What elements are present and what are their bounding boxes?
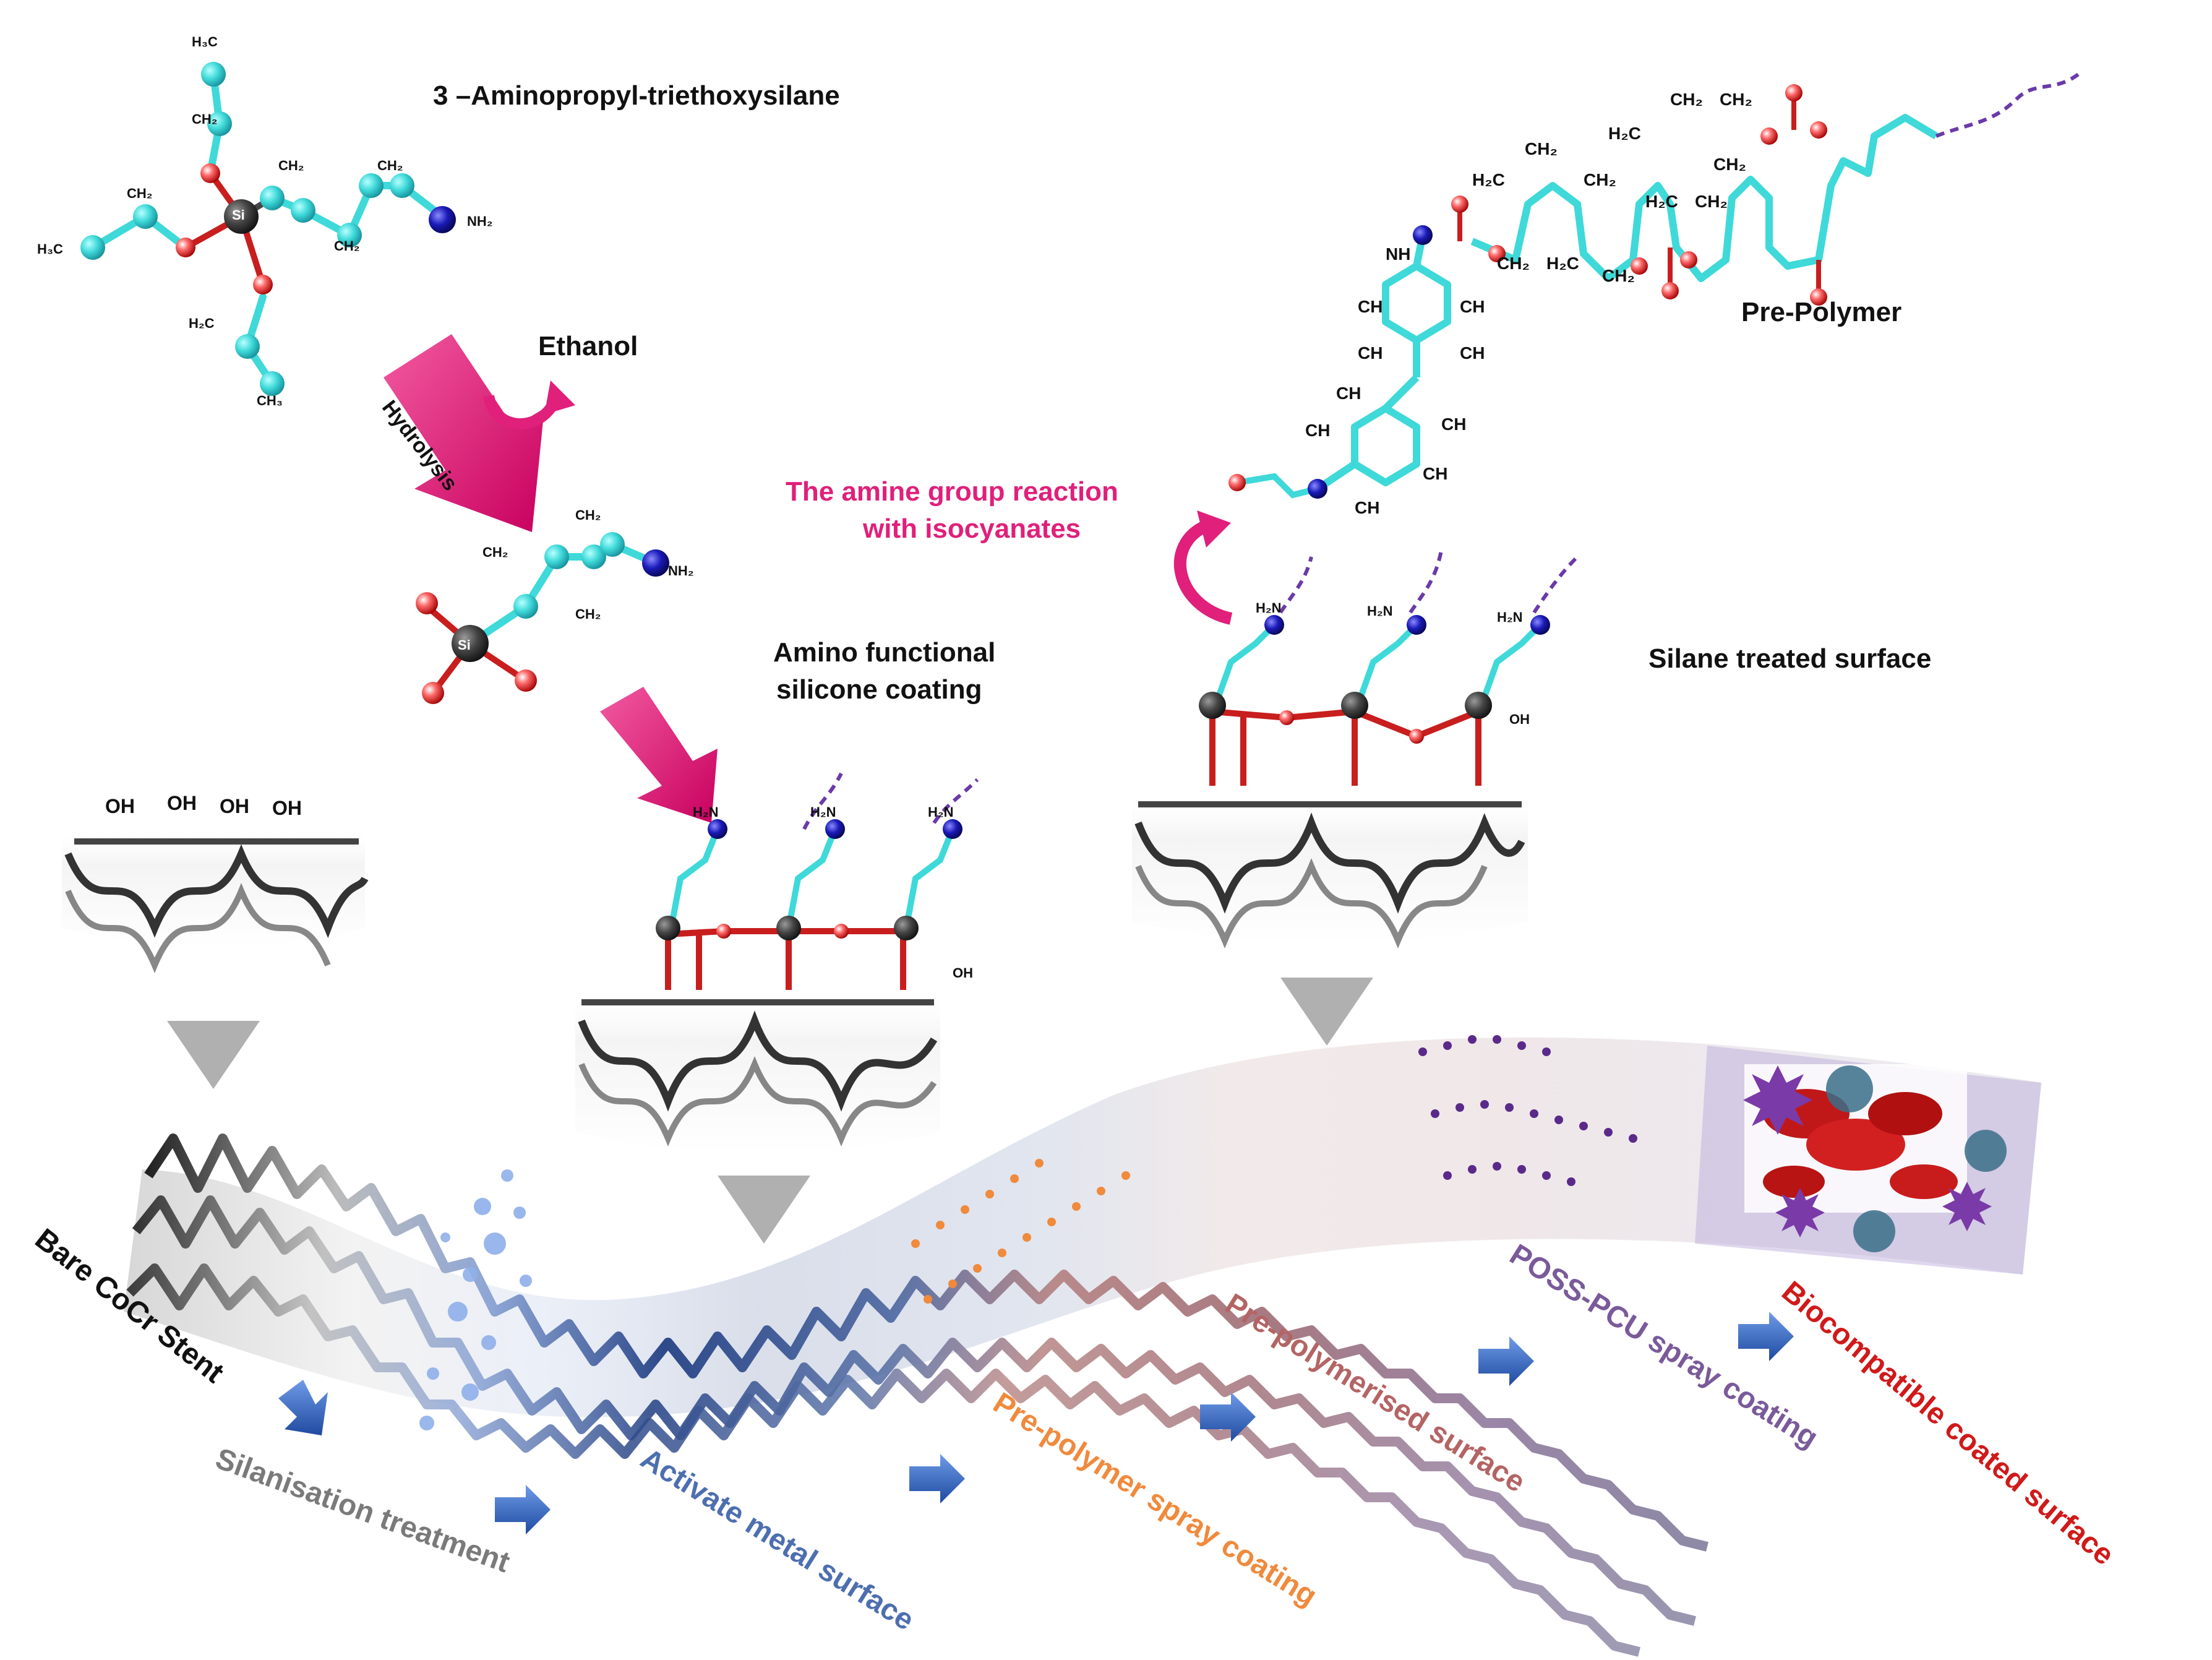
- atom-label: CH: [1460, 343, 1485, 363]
- atom-label: H₂C: [1645, 192, 1678, 211]
- atom-label: CH₃: [257, 393, 283, 408]
- stent-body: [124, 1035, 2041, 1657]
- silane-particles: [419, 1169, 532, 1430]
- atom-label: H₃C: [37, 241, 63, 257]
- atom-label: H₂N: [1367, 603, 1393, 619]
- lens-silane-surface: [1132, 792, 1528, 1046]
- atom-label: H₂N: [928, 804, 954, 820]
- aptes-title: 3 –Aminopropyl-triethoxysilane: [433, 80, 840, 111]
- atom-label: H₂N: [693, 804, 719, 820]
- atom-label: CH: [1441, 415, 1467, 434]
- pre-polymer-label: Pre-Polymer: [1741, 297, 1902, 327]
- atom-label: NH₂: [668, 563, 694, 578]
- atom-label: CH₂: [192, 111, 218, 127]
- step-arrows: [278, 1312, 1794, 1534]
- atom-label: CH₂: [1713, 155, 1746, 174]
- atom-label: CH₂: [1525, 139, 1558, 158]
- atom-label: CH₂: [575, 507, 601, 523]
- lens-pointer: [1280, 978, 1373, 1046]
- atom-label: OH: [1509, 712, 1530, 727]
- silane-surface-molecule: [1199, 550, 1579, 786]
- ethanol-label: Ethanol: [538, 331, 638, 361]
- amine-reaction-label-line1: The amine group reaction: [786, 476, 1118, 507]
- blood-cells: [1743, 1064, 2007, 1252]
- amino-coating-molecule: [656, 772, 979, 990]
- atom-label: CH₂: [482, 544, 508, 560]
- atom-label: CH₂: [1720, 90, 1752, 109]
- amine-reaction-curved-arrow: [1173, 520, 1233, 625]
- surface-oh: OH: [272, 797, 302, 819]
- aptes-atoms: [80, 62, 456, 396]
- atom-label: Si: [232, 207, 245, 223]
- lens-pointer: [718, 1176, 810, 1244]
- hydrolysed-atoms: [416, 532, 669, 704]
- atom-label: CH: [1358, 297, 1383, 316]
- ethanol-arrowhead: [544, 381, 575, 415]
- pre-polymer-molecule: [1228, 72, 2080, 499]
- atom-label: H₂N: [1497, 609, 1523, 625]
- atom-label: NH₂: [467, 213, 493, 229]
- atom-label: CH₂: [1695, 192, 1728, 211]
- atom-label: H₂C: [1472, 170, 1505, 189]
- surface-oh: OH: [167, 792, 197, 814]
- atom-label: CH: [1336, 384, 1361, 403]
- lens-bare-surface: [62, 829, 369, 1089]
- atom-label: NH: [1386, 244, 1411, 264]
- atom-label: CH: [1423, 464, 1448, 483]
- lens-amino-surface: [575, 990, 940, 1244]
- atom-label: OH: [953, 965, 973, 981]
- amine-reaction-label-line2: with isocyanates: [863, 514, 1081, 544]
- atom-label: H₂C: [189, 316, 215, 331]
- amine-arrowhead: [1197, 510, 1231, 548]
- atom-label: H₂N: [1256, 600, 1282, 616]
- atom-label: CH₂: [1497, 254, 1530, 273]
- atom-label: H₂N: [810, 804, 836, 820]
- atom-label: CH₂: [1602, 266, 1635, 285]
- hydrolysis-arrow: [384, 334, 544, 532]
- atom-label: CH₂: [127, 186, 153, 201]
- atom-label: CH₂: [334, 238, 360, 254]
- atom-label: CH₂: [575, 606, 601, 622]
- surface-oh: OH: [105, 795, 135, 817]
- lens-pointer: [167, 1021, 260, 1089]
- atom-label: CH₂: [1584, 170, 1616, 189]
- atom-label: CH₂: [278, 158, 304, 173]
- amino-coating-label-line2: silicone coating: [776, 674, 982, 705]
- surface-oh: OH: [220, 795, 249, 817]
- atom-label: H₂C: [1608, 124, 1641, 143]
- atom-label: CH₂: [377, 158, 403, 173]
- atom-label: H₂C: [1546, 254, 1579, 273]
- atom-label: CH: [1358, 343, 1383, 363]
- amino-coating-label-line1: Amino functional: [773, 637, 996, 668]
- amino-coating-arrow: [600, 687, 718, 823]
- atom-label: CH: [1460, 297, 1485, 316]
- pre-polymer-dots: [911, 1159, 1130, 1304]
- poss-pcu-dots: [1418, 1035, 1637, 1186]
- atom-label: Si: [458, 637, 471, 653]
- atom-label: CH₂: [1670, 90, 1703, 109]
- atom-label: CH: [1355, 498, 1380, 517]
- atom-label: CH: [1305, 421, 1331, 440]
- atom-label: H₃C: [192, 34, 218, 49]
- silane-surface-label: Silane treated surface: [1648, 643, 1932, 674]
